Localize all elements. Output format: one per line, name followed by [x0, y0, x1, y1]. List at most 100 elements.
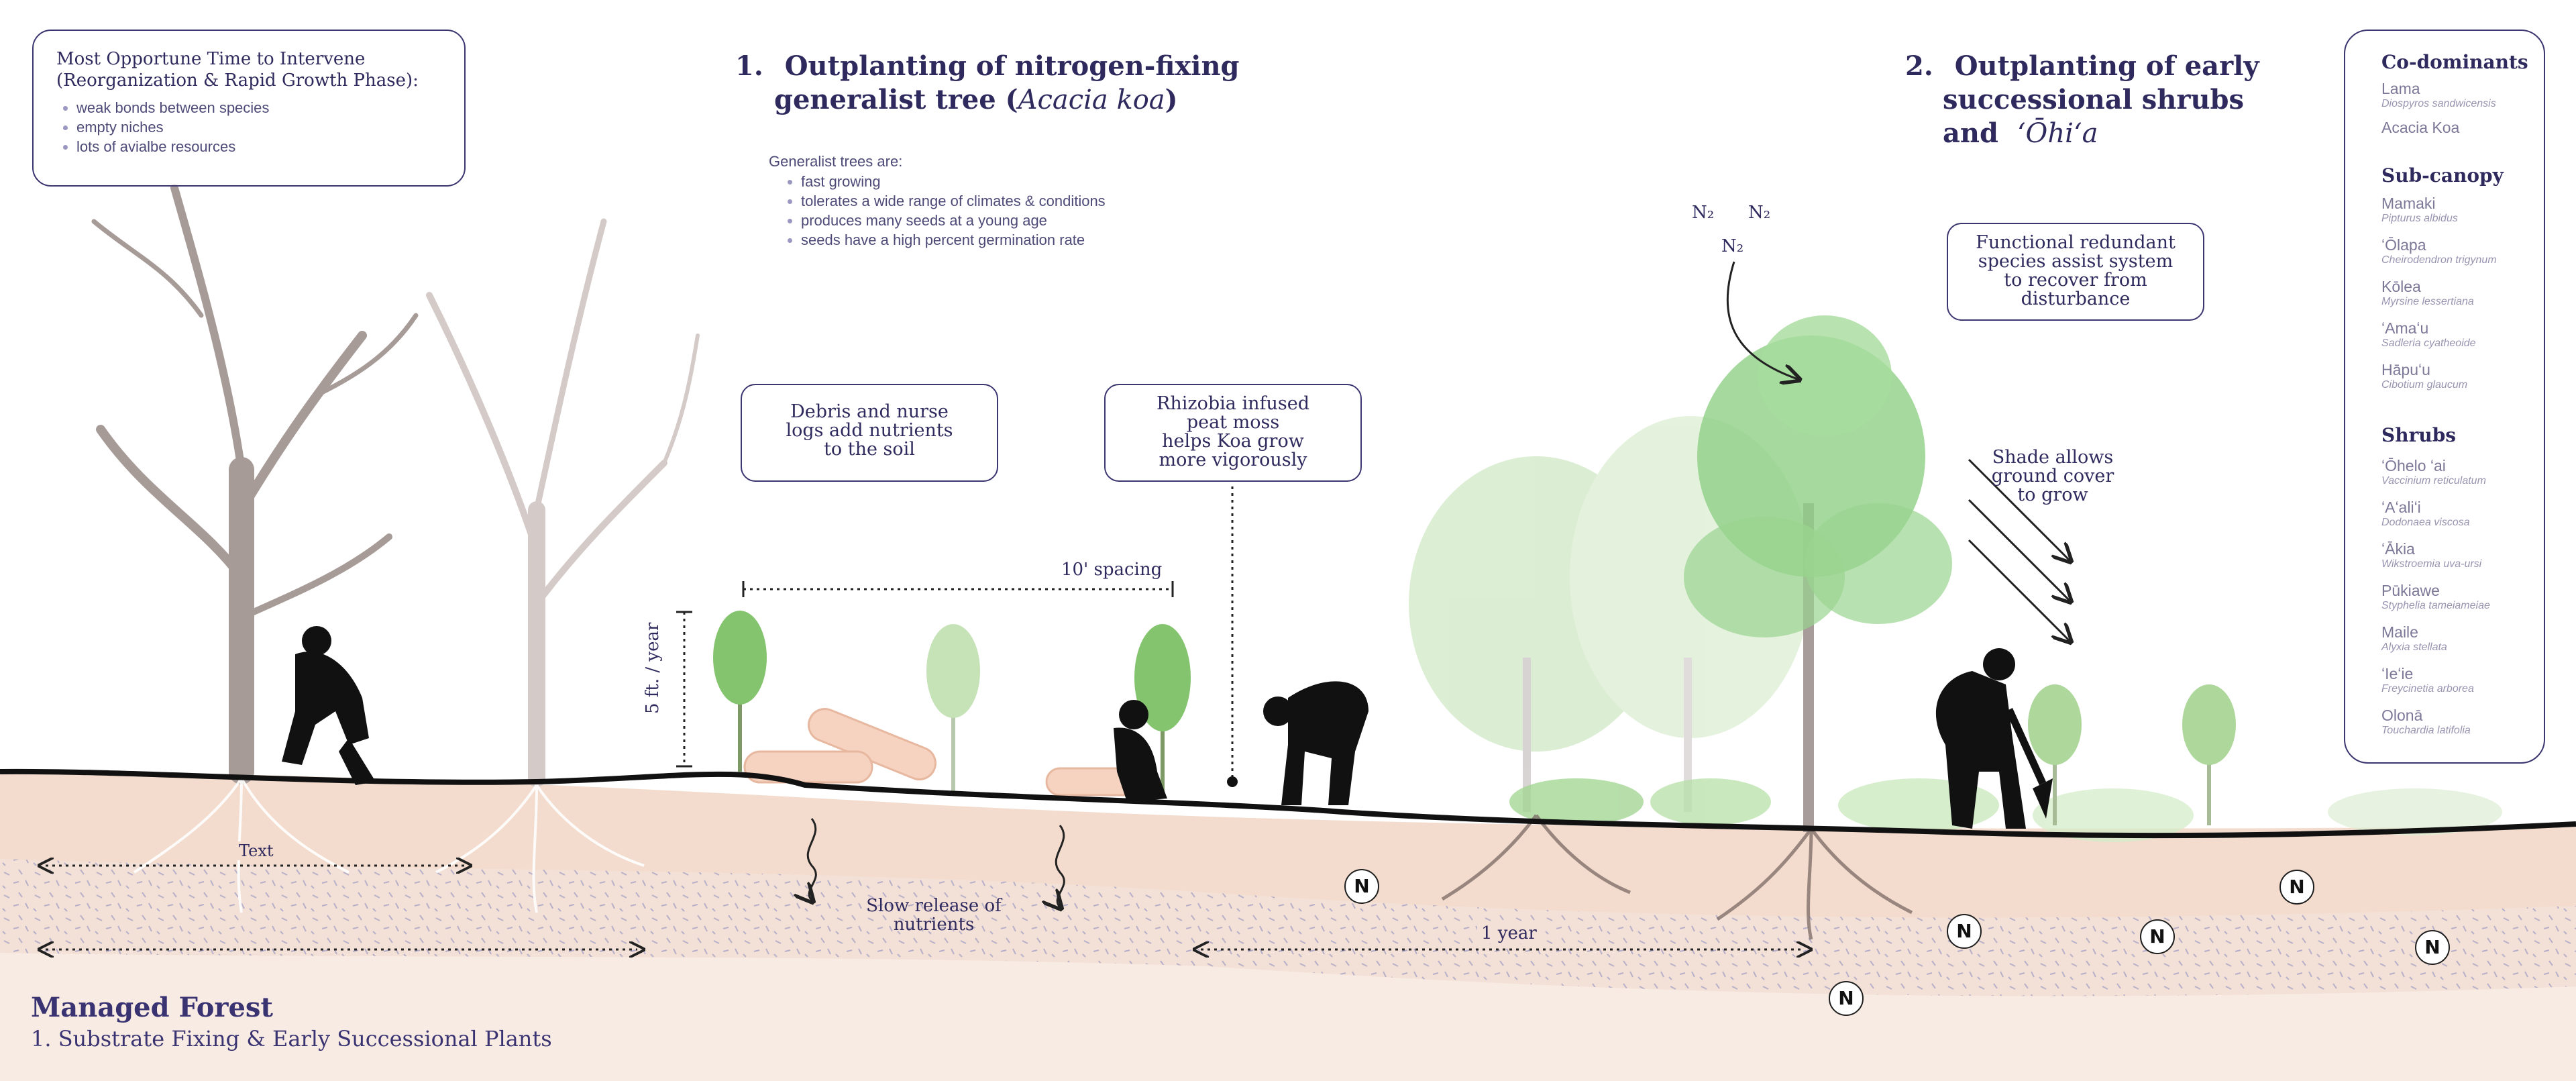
- species-item: Lama Diospyros sandwicensis: [2381, 80, 2544, 111]
- species-item: Acacia Koa: [2381, 119, 2544, 136]
- generalist-list-title: Generalist trees are:: [769, 153, 903, 170]
- footer-subtitle: 1. Substrate Fixing & Early Successional…: [31, 1026, 552, 1051]
- nurse-logs: [743, 708, 1148, 796]
- section1-title-prefix: generalist tree (: [774, 84, 1018, 115]
- species-name: Kōlea: [2381, 278, 2421, 295]
- species-name: Hāpuʻu: [2381, 361, 2430, 378]
- opportune-bullets: weak bonds between species empty niches …: [56, 98, 441, 156]
- opportune-title-line2: (Reorganization & Rapid Growth Phase):: [56, 70, 419, 91]
- species-sci: Pipturus albidus: [2381, 213, 2458, 224]
- section2-title-line3: and ʻŌhiʻa: [1943, 117, 2098, 149]
- growth-rate-label: 5 ft. / year: [643, 622, 663, 714]
- generalist-bullets: fast growing tolerates a wide range of c…: [769, 172, 1106, 250]
- section1-title-italic: Acacia koa: [1018, 85, 1165, 115]
- n2-label: N₂: [1721, 236, 1744, 256]
- section2-title-italic: ʻŌhiʻa: [2017, 118, 2098, 149]
- species-name: ʻŌhelo ʻai: [2381, 457, 2446, 474]
- footer-title: Managed Forest: [31, 992, 273, 1023]
- debris-line: to the soil: [824, 439, 915, 460]
- opportune-title-line1: Most Opportune Time to Intervene: [56, 49, 366, 69]
- debris-callout: Debris and nurse logs add nutrients to t…: [741, 384, 998, 482]
- section2-number: 2.: [1905, 50, 1933, 82]
- rhizobia-line: peat moss: [1186, 412, 1280, 433]
- section2-title-line1: Outplanting of early: [1954, 50, 2259, 82]
- debris-line: logs add nutrients: [786, 420, 953, 441]
- tree-roots: [1441, 814, 1913, 940]
- shade-label: Shade allows ground cover to grow: [1979, 448, 2127, 505]
- species-sci: Diospyros sandwicensis: [2381, 98, 2496, 109]
- rhizobia-callout: Rhizobia infused peat moss helps Koa gro…: [1104, 384, 1362, 482]
- koa-tree-large: [1684, 315, 1952, 832]
- group-title: Shrubs: [2381, 424, 2457, 446]
- worker-1: [282, 626, 376, 785]
- generalist-bullet: seeds have a high percent germination ra…: [801, 230, 1106, 250]
- debris-line: Debris and nurse: [790, 401, 949, 422]
- worker-silhouettes: [282, 626, 2053, 829]
- nitrogen-badge: N: [1344, 869, 1379, 904]
- species-name: Mamaki: [2381, 195, 2436, 212]
- functional-line: species assist system: [1978, 251, 2174, 272]
- species-name: Acacia Koa: [2381, 119, 2460, 136]
- section1-title: 1. Outplanting of nitrogen-fixing genera…: [735, 50, 1240, 117]
- section1-number: 1.: [735, 50, 763, 82]
- functional-line: to recover from: [2004, 270, 2147, 291]
- generalist-bullet: produces many seeds at a young age: [801, 211, 1106, 230]
- koa-seedlings: [713, 611, 2236, 825]
- species-sci: Dodonaea viscosa: [2381, 517, 2470, 528]
- generalist-list: Generalist trees are: fast growing toler…: [769, 152, 1106, 250]
- slow-release-line: nutrients: [893, 915, 975, 935]
- shade-line: to grow: [2017, 484, 2088, 505]
- nitrogen-badge: N: [1829, 981, 1864, 1016]
- generalist-bullet: tolerates a wide range of climates & con…: [801, 191, 1106, 211]
- species-sci: Alyxia stellata: [2381, 641, 2447, 653]
- species-name: ʻAʻaliʻi: [2381, 499, 2421, 516]
- peat-point: [1227, 776, 1238, 787]
- n2-label: N₂: [1692, 203, 1715, 223]
- species-name: Maile: [2381, 623, 2418, 641]
- section2-title: 2. Outplanting of early successional shr…: [1905, 50, 2259, 150]
- opportune-bullet: empty niches: [76, 117, 441, 137]
- group-title: Sub-canopy: [2381, 164, 2504, 187]
- shade-line: ground cover: [1991, 466, 2114, 486]
- ground-line: [0, 768, 2576, 839]
- soil-layer-dotted: [0, 859, 2576, 996]
- species-sci: Cheirodendron trigynum: [2381, 254, 2497, 266]
- spacing-label: 10' spacing: [1061, 560, 1163, 580]
- slow-release-line: Slow release of: [866, 896, 1002, 916]
- nitrogen-badge: N: [1947, 914, 1982, 949]
- species-sci: Styphelia tameiameiae: [2381, 600, 2490, 611]
- nitrogen-badge: N: [2415, 930, 2450, 965]
- species-name: Lama: [2381, 80, 2420, 97]
- functional-redundancy-callout: Functional redundant species assist syst…: [1947, 223, 2204, 321]
- n2-label: N₂: [1748, 203, 1771, 223]
- soil-layer-bottom: [0, 953, 2576, 1081]
- species-sci: Touchardia latifolia: [2381, 725, 2471, 736]
- nitrogen-badge: N: [2279, 870, 2314, 905]
- species-sci: Myrsine lessertiana: [2381, 296, 2474, 307]
- shade-arrows: [1968, 458, 2070, 641]
- rhizobia-line: helps Koa grow: [1162, 431, 1304, 452]
- species-sci: Vaccinium reticulatum: [2381, 475, 2486, 486]
- species-sci: Sadleria cyatheoide: [2381, 338, 2476, 349]
- section2-title-line2: successional shrubs: [1943, 84, 2245, 115]
- species-name: ʻŌlapa: [2381, 236, 2426, 254]
- species-sci: Freycinetia arborea: [2381, 683, 2474, 694]
- species-panel: Co-dominants Lama Diospyros sandwicensis…: [2344, 30, 2545, 764]
- rhizobia-line: more vigorously: [1159, 450, 1307, 470]
- shade-line: Shade allows: [1992, 447, 2114, 468]
- wavy-arrows: [808, 818, 1064, 907]
- dead-tree-dark: [91, 184, 419, 784]
